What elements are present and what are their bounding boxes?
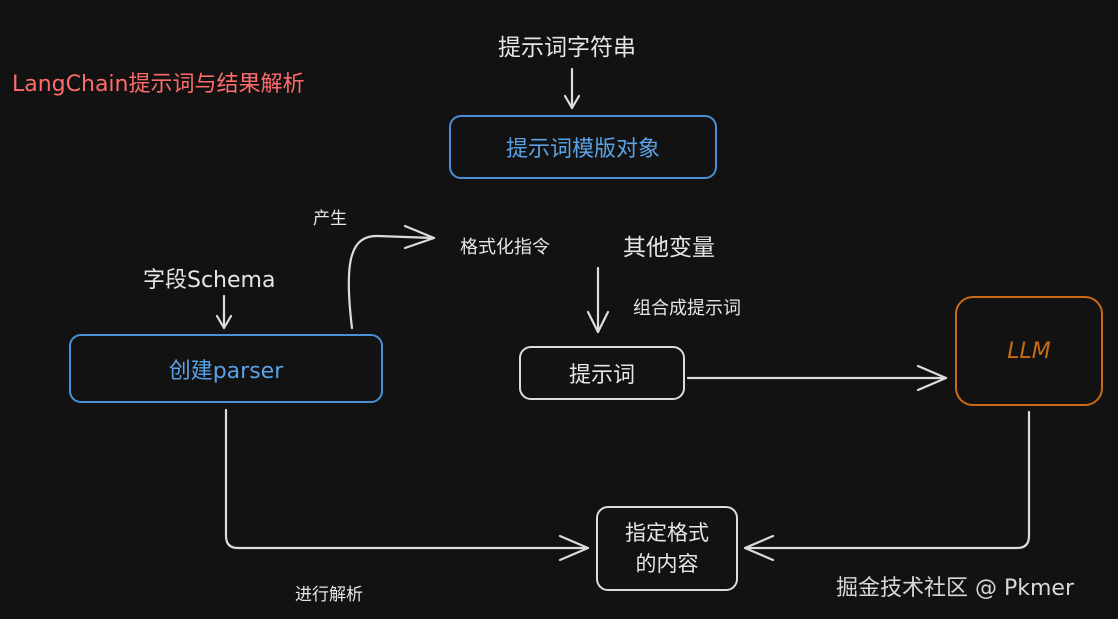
format-instructions-label: 格式化指令	[460, 237, 550, 258]
output-node: 指定格式的内容	[596, 506, 738, 591]
produce-edge-label: 产生	[313, 209, 347, 229]
schema-label: 字段Schema	[143, 268, 276, 293]
llm-node: LLM	[955, 296, 1103, 406]
arrow-parser-to-instructions	[347, 224, 436, 330]
output-label: 指定格式的内容	[625, 521, 709, 576]
arrow-string-to-template	[563, 67, 581, 110]
diagram-title: LangChain提示词与结果解析	[12, 72, 305, 97]
prompt-label: 提示词	[568, 363, 635, 388]
prompt-template-label: 提示词模版对象	[505, 137, 660, 162]
create-parser-label: 创建parser	[168, 358, 284, 384]
prompt-template-node: 提示词模版对象	[449, 115, 717, 179]
combine-edge-label: 组合成提示词	[633, 298, 741, 319]
arrow-llm-to-output	[743, 410, 1031, 562]
prompt-node: 提示词	[519, 346, 685, 400]
create-parser-node: 创建parser	[69, 334, 383, 403]
arrow-combine-to-prompt	[586, 266, 610, 334]
prompt-string-label: 提示词字符串	[498, 35, 636, 61]
arrow-schema-to-parser	[215, 294, 233, 330]
other-variables-label: 其他变量	[623, 235, 715, 261]
watermark: 掘金技术社区 @ Pkmer	[836, 576, 1075, 601]
parse-edge-label: 进行解析	[295, 585, 363, 605]
arrow-prompt-to-llm	[686, 364, 948, 392]
arrow-parser-to-output	[224, 408, 590, 562]
llm-label: LLM	[1007, 338, 1051, 364]
